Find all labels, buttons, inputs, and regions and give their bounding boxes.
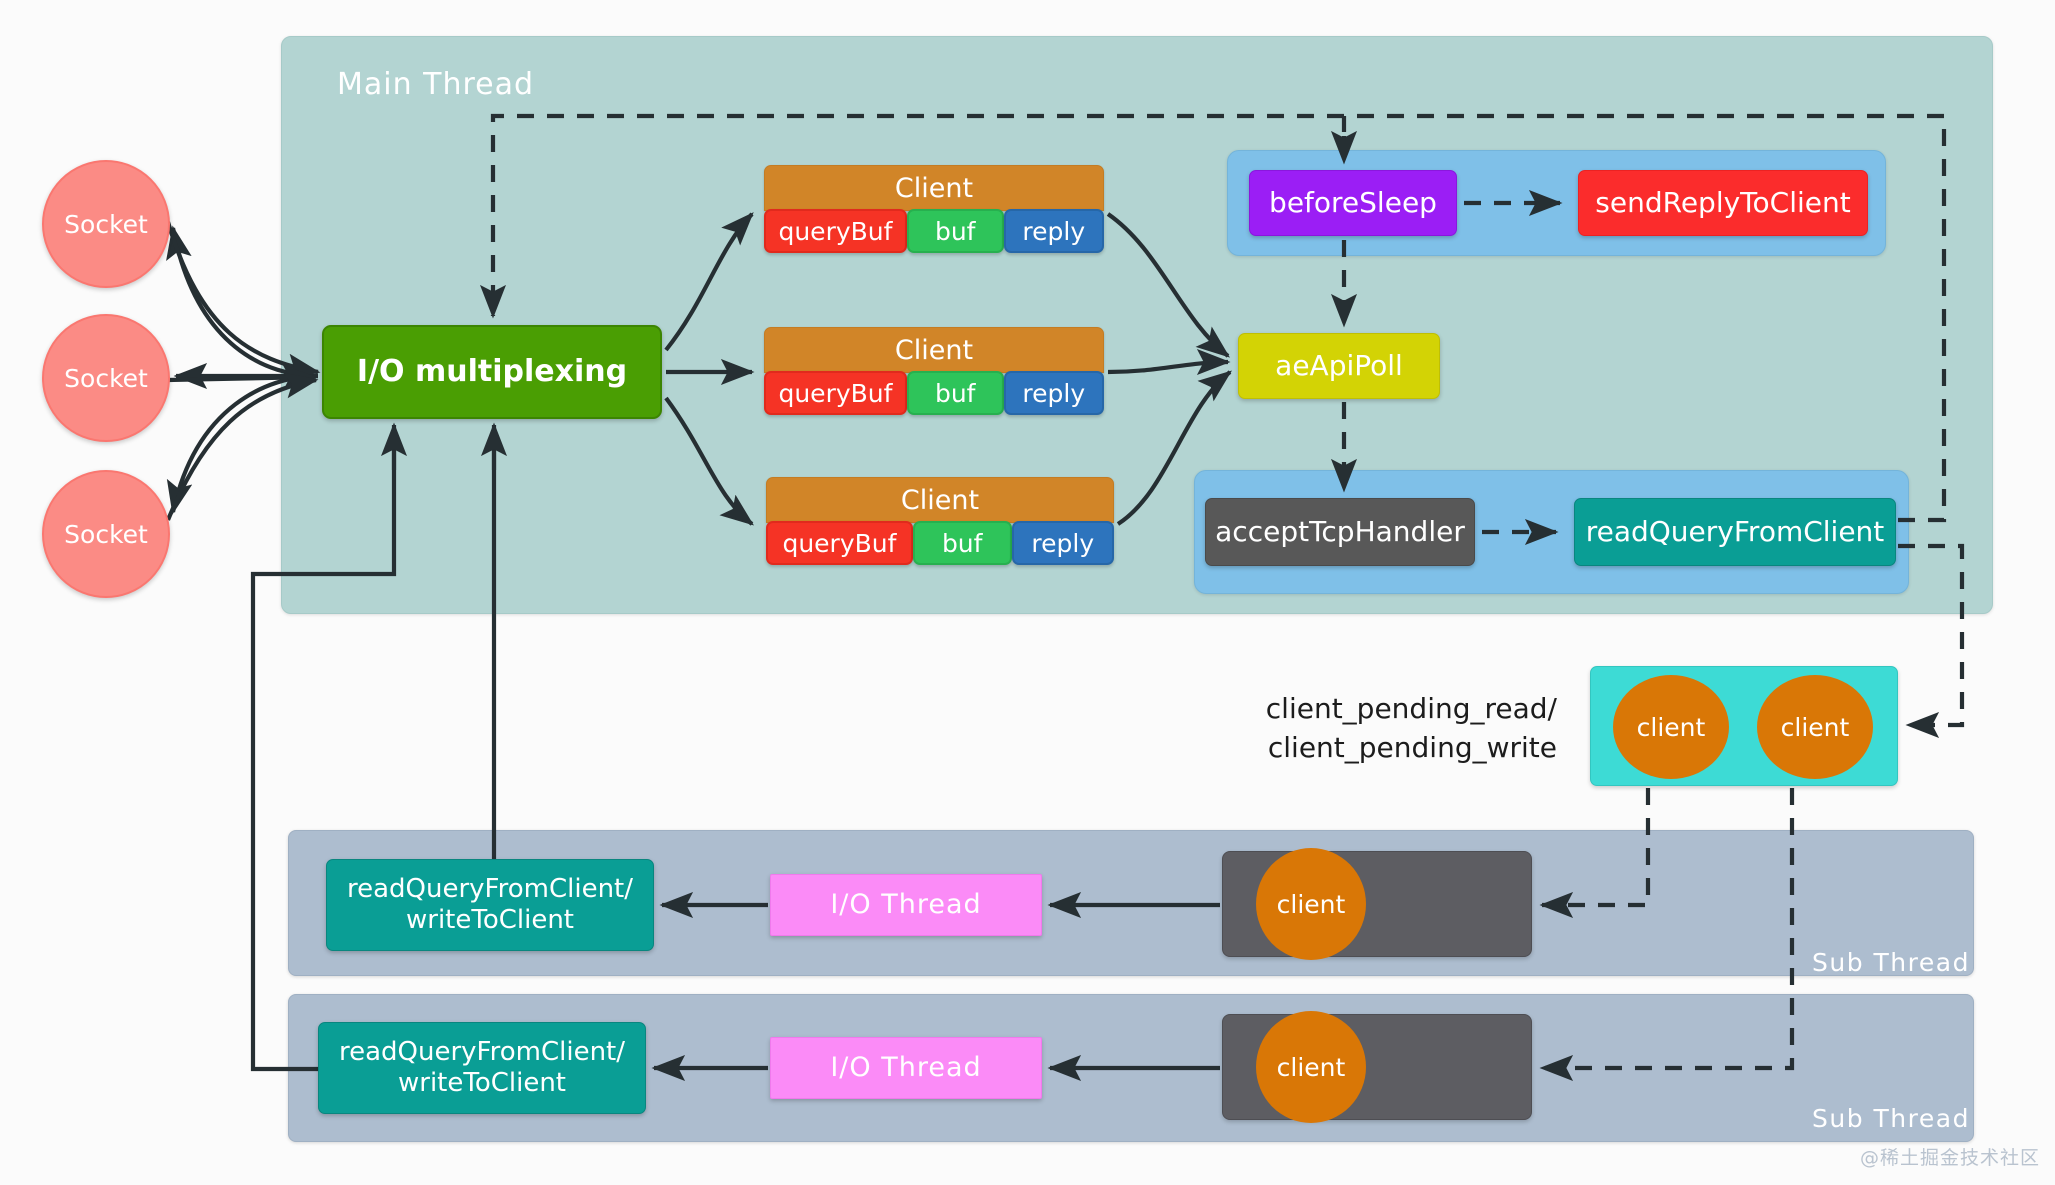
read-query-from-client-node[interactable]: readQueryFromClient [1574,498,1896,566]
accept-tcp-handler-label: acceptTcpHandler [1215,515,1465,549]
client-card-2[interactable]: Client queryBuf buf reply [764,327,1104,417]
socket-label: Socket [64,209,148,239]
send-reply-to-client-label: sendReplyToClient [1595,186,1851,220]
socket-label: Socket [64,519,148,549]
client-card-title: Client [764,327,1104,373]
client-querybuf-segment[interactable]: queryBuf [764,209,907,253]
sub-thread-2-client-card[interactable]: client [1222,1011,1532,1123]
socket-circle-1[interactable]: Socket [42,160,170,288]
client-card-1[interactable]: Client queryBuf buf reply [764,165,1104,255]
client-buf-segment[interactable]: buf [906,209,1004,253]
client-pending-list-box[interactable]: client client [1590,666,1898,786]
client-buffer-row: queryBuf buf reply [764,371,1104,415]
client-card-3[interactable]: Client queryBuf buf reply [766,477,1114,567]
client-reply-segment[interactable]: reply [1003,209,1104,253]
sub-thread-1-handler-line2: writeToClient [405,905,574,935]
client-pending-write-text: client_pending_write [1267,730,1557,764]
accept-tcp-handler-node[interactable]: acceptTcpHandler [1205,498,1475,566]
client-buffer-row: queryBuf buf reply [766,521,1114,565]
socket-circle-3[interactable]: Socket [42,470,170,598]
send-reply-to-client-node[interactable]: sendReplyToClient [1578,170,1868,236]
sub-thread-1-client-label: client [1276,889,1346,919]
sub-thread-2-handler-line1: readQueryFromClient/ [338,1037,625,1068]
io-multiplexing-node[interactable]: I/O multiplexing [322,325,662,419]
client-pending-read-text: client_pending_read/ [1265,692,1557,725]
ae-api-poll-node[interactable]: aeApiPoll [1238,333,1440,399]
watermark-text: @稀土掘金技术社区 [1860,1147,2041,1169]
sub-thread-1-handler-node[interactable]: readQueryFromClient/ writeToClient [326,859,654,951]
before-sleep-label: beforeSleep [1269,186,1437,220]
sub-thread-title-1: Sub Thread [1812,948,1970,977]
sub-thread-title-2: Sub Thread [1812,1104,1970,1133]
pending-client-label: client [1636,712,1706,742]
main-thread-title: Main Thread [337,67,535,102]
pending-client-oval-2[interactable]: client [1757,675,1873,779]
pending-client-oval-1[interactable]: client [1613,675,1729,779]
sub-thread-2-client-label: client [1276,1052,1346,1082]
client-querybuf-segment[interactable]: queryBuf [766,521,913,565]
io-multiplexing-label: I/O multiplexing [356,354,628,390]
socket-label: Socket [64,363,148,393]
client-card-title: Client [764,165,1104,211]
sub-thread-1-io-thread-label: I/O Thread [830,889,982,921]
sub-thread-2-handler-node[interactable]: readQueryFromClient/ writeToClient [318,1022,646,1114]
client-buf-segment[interactable]: buf [912,521,1012,565]
sub-thread-1-io-thread-node[interactable]: I/O Thread [770,874,1042,936]
client-card-title: Client [766,477,1114,523]
sub-thread-2-io-thread-node[interactable]: I/O Thread [770,1037,1042,1099]
pending-client-label: client [1780,712,1850,742]
sub-thread-1-client-card[interactable]: client [1222,848,1532,960]
socket-circle-2[interactable]: Socket [42,314,170,442]
client-buf-segment[interactable]: buf [906,371,1004,415]
sub-thread-2-io-thread-label: I/O Thread [830,1052,982,1084]
client-pending-list-label: client_pending_read/ client_pending_writ… [1252,690,1557,767]
before-sleep-node[interactable]: beforeSleep [1249,170,1457,236]
sub-thread-2-handler-line2: writeToClient [397,1068,566,1098]
client-reply-segment[interactable]: reply [1003,371,1104,415]
sub-thread-1-client-oval[interactable]: client [1256,848,1366,960]
client-reply-segment[interactable]: reply [1011,521,1114,565]
client-buffer-row: queryBuf buf reply [764,209,1104,253]
client-querybuf-segment[interactable]: queryBuf [764,371,907,415]
sub-thread-1-handler-line1: readQueryFromClient/ [346,874,633,905]
ae-api-poll-label: aeApiPoll [1275,349,1403,383]
sub-thread-2-client-oval[interactable]: client [1256,1011,1366,1123]
read-query-from-client-label: readQueryFromClient [1585,515,1885,549]
